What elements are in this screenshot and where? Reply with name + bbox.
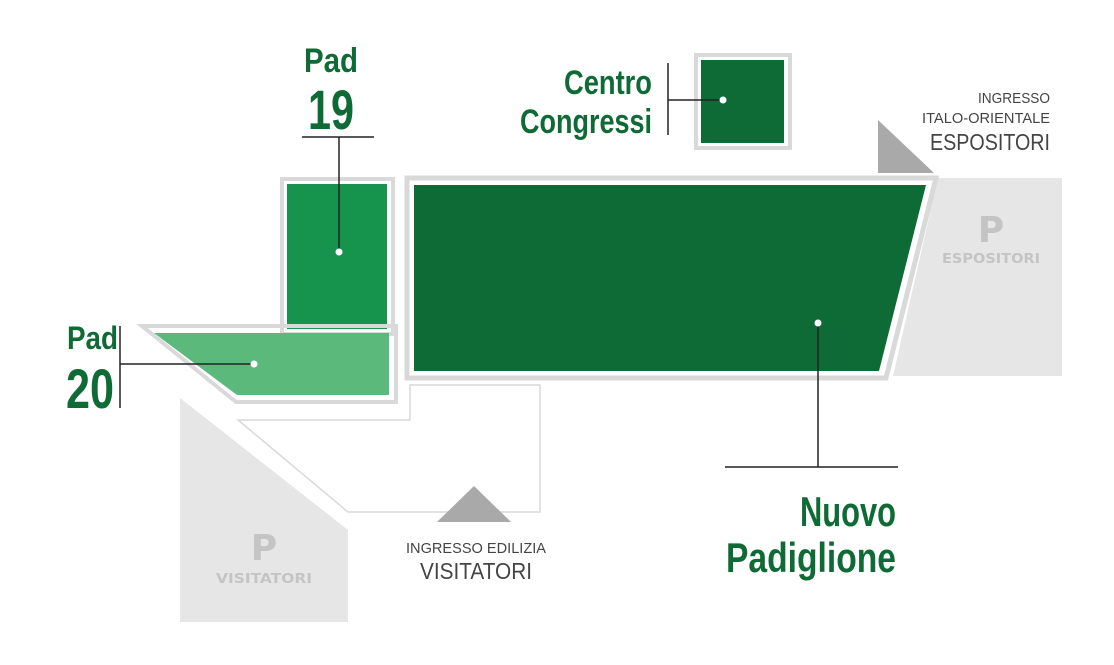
pad-20-building[interactable] xyxy=(154,333,389,395)
pad-19-building[interactable] xyxy=(287,184,387,329)
pad-19-label-line1: Pad xyxy=(304,42,358,80)
nuovo-padiglione-outline xyxy=(404,175,940,381)
centro-congressi-dot xyxy=(719,96,727,104)
parking-espositori-label: ESPOSITORI xyxy=(942,252,1040,267)
centro-congressi-outline xyxy=(694,53,792,150)
entrance-espositori-label-line3: ESPOSITORI xyxy=(930,129,1050,155)
entrance-visitatori-label-line2: VISITATORI xyxy=(420,558,532,584)
entrance-espositori-marker[interactable] xyxy=(878,120,934,173)
nuovo-padiglione-dot xyxy=(814,319,822,327)
pad-20-label-line2: 20 xyxy=(66,357,114,420)
parking-visitatori-letter: P xyxy=(251,528,277,569)
visitor-walkway-outline xyxy=(235,384,541,513)
parking-area-visitatori[interactable] xyxy=(180,398,348,622)
pad-20-outline xyxy=(136,324,398,404)
centro-congressi-label-line1: Centro xyxy=(564,64,652,102)
pad-19-label-line2: 19 xyxy=(308,78,354,141)
parking-espositori-letter: P xyxy=(978,210,1004,251)
pad-20-dot xyxy=(250,360,258,368)
nuovo-padiglione-label-line2: Padiglione xyxy=(726,534,896,581)
entrance-visitatori-marker[interactable] xyxy=(437,486,511,522)
leader-dots xyxy=(250,96,822,368)
pad-19-dot xyxy=(335,248,343,256)
entrance-visitatori-label-line1: INGRESSO EDILIZIA xyxy=(406,540,546,557)
centro-congressi-label-line2: Congressi xyxy=(520,103,652,141)
centro-congressi-building[interactable] xyxy=(701,60,784,143)
parking-area-espositori[interactable] xyxy=(893,178,1062,376)
parking-visitatori-label: VISITATORI xyxy=(216,572,312,587)
nuovo-padiglione-label-line1: Nuovo xyxy=(800,488,896,535)
leader-lines xyxy=(119,63,898,468)
entrance-espositori-label-line1: INGRESSO xyxy=(978,90,1050,107)
entrance-espositori-label-line2: ITALO-ORIENTALE xyxy=(922,110,1050,127)
nuovo-padiglione-building[interactable] xyxy=(414,185,926,371)
pad-20-label-line1: Pad xyxy=(67,320,118,356)
